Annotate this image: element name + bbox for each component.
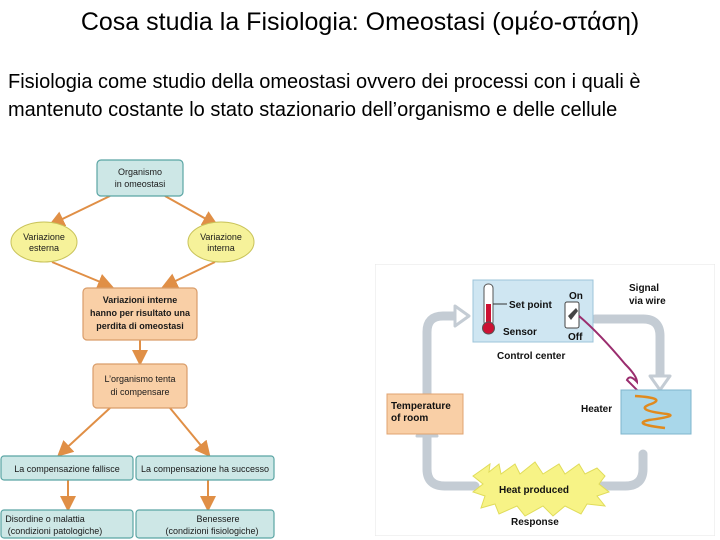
room-temp-label-1: Temperature (391, 401, 451, 412)
heater-box (620, 389, 692, 435)
control-center-label: Control center (497, 351, 565, 362)
internal-label-2: interna (207, 243, 235, 253)
signal-label-2: via wire (629, 296, 666, 307)
heat-produced-burst: Heat produced (471, 461, 611, 517)
wellbeing-label-2: (condizioni fisiologiche) (165, 526, 258, 536)
disease-label-2: (condizioni patologiche) (8, 526, 103, 536)
heat-produced-label: Heat produced (499, 485, 569, 496)
organism-homeostasis-box: Organismo in omeostasi (96, 159, 184, 197)
internal-change-ellipse: Variazione interna (187, 221, 255, 263)
internal-label-1: Variazione (200, 232, 242, 242)
wellbeing-box: Benessere (condizioni fisiologiche) (135, 509, 275, 539)
room-temp-label-2: of room (391, 413, 428, 424)
loss-label-3: perdita di omeostasi (96, 321, 184, 331)
signal-wire (578, 315, 644, 397)
homeostasis-flowchart: Organismo in omeostasi Variazione estern… (0, 159, 275, 539)
external-label-2: esterna (29, 243, 59, 253)
disease-label-1: Disordine o malattia (5, 514, 85, 524)
loss-label-2: hanno per risultato una (90, 308, 191, 318)
flow-arrows (48, 195, 219, 512)
attempt-label-1: L’organismo tenta (104, 374, 175, 384)
thermostat-feedback-diagram: Set point Sensor On Off Control center S… (375, 264, 715, 536)
external-change-ellipse: Variazione esterna (10, 221, 78, 263)
room-temperature-box: Temperature of room (386, 393, 464, 435)
organism-label-2: in omeostasi (115, 179, 166, 189)
signal-label-1: Signal (629, 283, 659, 294)
organism-label-1: Organismo (118, 167, 162, 177)
feedback-loop-arrows (422, 311, 665, 491)
set-point-label: Set point (509, 300, 552, 311)
success-label: La compensazione ha successo (141, 464, 269, 474)
response-label: Response (511, 517, 559, 528)
page-title: Cosa studia la Fisiologia: Omeostasi (oμ… (80, 8, 640, 36)
heater-label: Heater (581, 404, 612, 415)
disease-box: Disordine o malattia (condizioni patolog… (0, 509, 134, 539)
external-label-1: Variazione (23, 232, 65, 242)
on-label: On (569, 291, 583, 302)
compensation-attempt-box: L’organismo tenta di compensare (92, 363, 188, 409)
sensor-label: Sensor (503, 327, 537, 338)
wellbeing-label-1: Benessere (196, 514, 239, 524)
fail-label: La compensazione fallisce (14, 464, 120, 474)
loss-homeostasis-box: Variazioni interne hanno per risultato u… (82, 287, 198, 341)
control-center-box: Set point Sensor On Off (472, 279, 594, 343)
off-label: Off (568, 332, 583, 343)
intro-text: Fisiologia come studio della omeostasi o… (8, 71, 641, 121)
attempt-label-2: di compensare (110, 387, 169, 397)
compensation-fails-box: La compensazione fallisce (0, 455, 134, 481)
compensation-success-box: La compensazione ha successo (135, 455, 275, 481)
loss-label-1: Variazioni interne (103, 295, 178, 305)
